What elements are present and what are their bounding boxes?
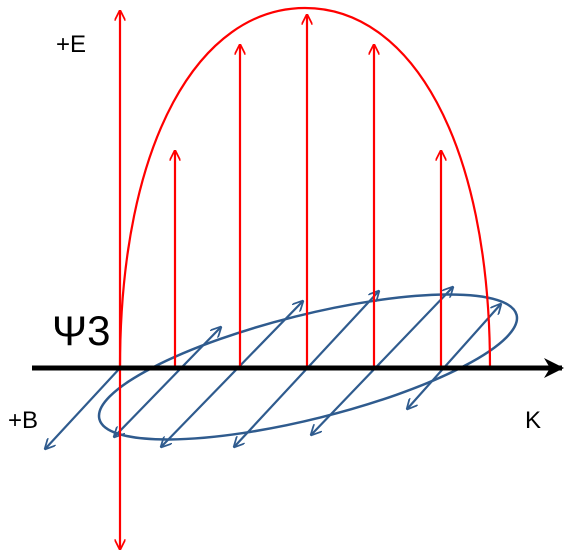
- electric-field-envelope: [118, 6, 492, 369]
- b-vector-6: [408, 305, 500, 408]
- b-axis-label: +B: [8, 407, 38, 434]
- wavefunction-label: Ψ3: [52, 307, 110, 354]
- b-vector-3: [162, 302, 302, 446]
- b-vector-2: [115, 328, 220, 436]
- b-vector-1: [46, 367, 121, 448]
- magnetic-field-vectors: [46, 288, 500, 448]
- k-axis-label: K: [525, 407, 541, 434]
- b-vector-5: [312, 288, 452, 434]
- e-axis-label: +E: [56, 31, 86, 58]
- electric-field-vectors: [175, 16, 441, 368]
